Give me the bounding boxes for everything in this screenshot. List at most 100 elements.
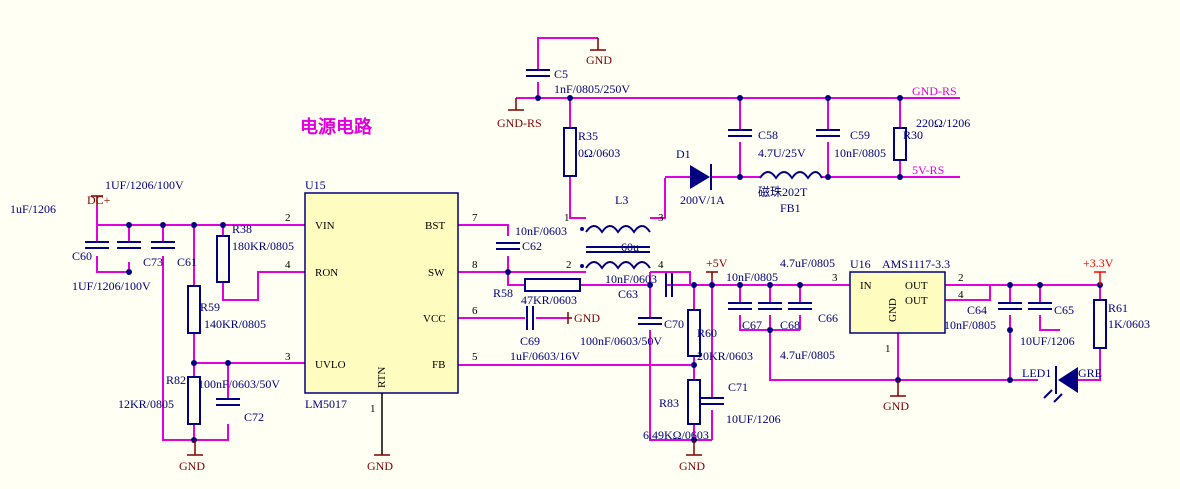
c62-value: 10nF/0603 (515, 224, 567, 238)
d1-ref: D1 (676, 147, 691, 161)
pin-num-vin: 2 (285, 212, 291, 224)
c62-ref: C62 (522, 239, 542, 253)
c64-ref: C64 (967, 303, 987, 317)
c69-ref: C69 (520, 334, 540, 348)
gnd-label-ldo: GND (883, 399, 909, 413)
r60-value: 20KR/0603 (697, 349, 753, 363)
power-ports (706, 271, 1106, 285)
gnd-label-vcc: GND (574, 311, 600, 325)
fb1-ref: FB1 (780, 201, 801, 215)
r30-value: 220Ω/1206 (916, 116, 970, 130)
r61-ref: R61 (1108, 301, 1128, 315)
r82-value: 12KR/0805 (118, 397, 174, 411)
wires (96, 37, 1101, 441)
pin-num-ron: 4 (285, 259, 291, 271)
ldo-num-out2: 4 (958, 289, 964, 301)
ground-symbols (91, 38, 906, 456)
pin-rtn-label: RTN (376, 367, 388, 388)
gnd-label-c5: GND (586, 53, 612, 67)
page-title: 电源电路 (300, 116, 373, 138)
r30-ref: R30 (903, 128, 923, 142)
r58-value: 47KR/0603 (521, 293, 577, 307)
l3-ref: L3 (615, 193, 628, 207)
r60-ref: R60 (697, 326, 717, 340)
magnetics-and-diodes (580, 164, 1078, 403)
c70-value: 100nF/0603/50V (580, 334, 662, 348)
ldo-pin-gnd: GND (887, 298, 899, 322)
l3-pin-1: 1 (564, 212, 570, 224)
r61-value: 1K/0603 (1108, 317, 1150, 331)
gnd-label-u15: GND (367, 459, 393, 473)
pin-num-sw: 8 (472, 259, 478, 271)
c72-ref: C72 (244, 410, 264, 424)
pin-uvlo-label: UVLO (315, 359, 346, 371)
c70-ref: C70 (664, 317, 684, 331)
ldo-pin-out2: OUT (905, 295, 928, 307)
r59-ref: R59 (200, 300, 220, 314)
c61-ref: C61 (177, 255, 197, 269)
u16-ref: U16 (850, 257, 871, 271)
led1-ref: LED1 (1022, 366, 1051, 380)
pin-num-bst: 7 (472, 212, 478, 224)
c68-ref: C68 (780, 318, 800, 332)
pin-num-fb: 5 (472, 351, 478, 363)
c65-ref: C65 (1054, 303, 1074, 317)
net-gnd-rs: GND-RS (912, 84, 957, 98)
fb1-value: 磁珠202T (758, 184, 808, 199)
ldo-num-out1: 2 (958, 272, 964, 284)
c69-value: 1uF/0603/16V (510, 349, 580, 363)
pin-num-uvlo: 3 (285, 351, 291, 363)
c73-value: 1UF/1206/100V (105, 178, 184, 192)
junction-dots (126, 95, 1103, 443)
pin-bst-label: BST (425, 220, 445, 232)
pin-ron-label: RON (315, 267, 338, 279)
r59-value: 140KR/0805 (204, 317, 266, 331)
c67-value: 10nF/0805 (726, 270, 778, 284)
net-5v-rs: 5V-RS (912, 163, 944, 177)
v5-port-label: +5V (706, 256, 728, 270)
c66-ref: C66 (818, 311, 838, 325)
r83-value: 6.49KΩ/0603 (643, 428, 709, 442)
c65-value: 10UF/1206 (1020, 334, 1075, 348)
gnd-rs-label: GND-RS (497, 116, 542, 130)
gnd-label-fb: GND (679, 459, 705, 473)
r38-value: 180KR/0805 (232, 239, 294, 253)
ldo-num-gnd: 1 (885, 343, 891, 355)
u15-ref: U15 (305, 178, 326, 192)
c63-value: 10nF/0603 (605, 272, 657, 286)
resistor-symbols (187, 127, 1107, 425)
u16-part: AMS1117-3.3 (882, 257, 950, 271)
u16-ldo-ic[interactable]: U16 AMS1117-3.3 IN OUT OUT GND 3 2 4 1 (832, 257, 964, 355)
r58-ref: R58 (493, 286, 513, 300)
pin-num-vcc: 6 (472, 305, 478, 317)
pin-vcc-label: VCC (423, 313, 446, 325)
c71-value: 10UF/1206 (726, 412, 781, 426)
d1-value: 200V/1A (680, 193, 725, 207)
r35-value: 0Ω/0603 (578, 146, 620, 160)
c67-ref: C67 (742, 318, 762, 332)
u15-regulator-ic[interactable]: U15 LM5017 VIN RON UVLO BST SW VCC FB RT… (285, 178, 478, 455)
ldo-pin-out1: OUT (905, 280, 928, 292)
u15-part: LM5017 (305, 397, 347, 411)
v33-port-label: +3.3V (1083, 256, 1114, 270)
c5-ref: C5 (554, 67, 568, 81)
c68-value: 4.7uF/0805 (780, 256, 835, 270)
c66-value: 4.7uF/0805 (780, 348, 835, 362)
component-labels: 1uF/1206 C60 1UF/1206/100V C73 1UF/1206/… (10, 67, 1150, 442)
l3-pin-2: 2 (566, 259, 572, 271)
pin-fb-label: FB (432, 359, 445, 371)
r38-ref: R38 (232, 222, 252, 236)
pin-vin-label: VIN (315, 220, 335, 232)
ground-labels: GND GND-RS GND GND GND GND GND DC+ +5V +… (87, 53, 1114, 473)
r35-ref: R35 (578, 129, 598, 143)
gnd-label-left: GND (179, 459, 205, 473)
led1-value: GRE (1078, 366, 1102, 380)
c59-ref: C59 (850, 128, 870, 142)
c73-ref: C73 (143, 255, 163, 269)
c60-value: 1uF/1206 (10, 202, 56, 216)
pin-sw-label: SW (428, 267, 445, 279)
r83-ref: R83 (659, 396, 679, 410)
l3-value: 60u (621, 240, 639, 254)
c64-value: 10nF/0805 (944, 318, 996, 332)
